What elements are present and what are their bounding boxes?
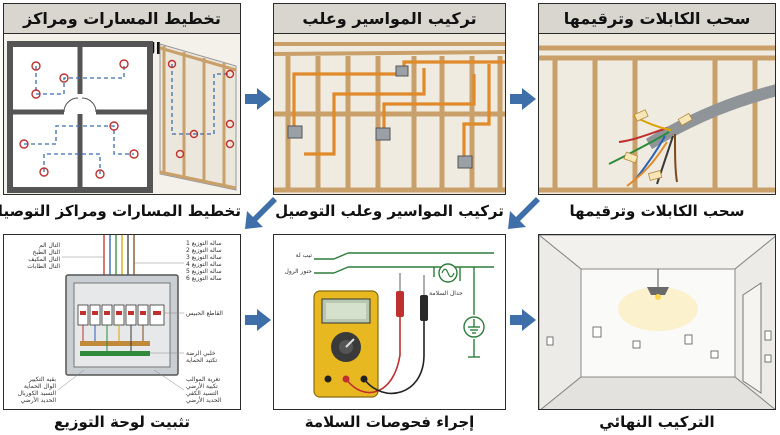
board-label: الحديد الأرضي xyxy=(186,396,222,404)
final-room-illustration xyxy=(539,235,775,409)
planning-illustration xyxy=(7,41,237,193)
arrow-down-left-icon xyxy=(508,197,540,229)
step-panel-conduits: تركيب المواسير وعلب التوصيل xyxy=(273,3,506,195)
board-label: خلبي الرضة xyxy=(186,350,216,357)
arrow-right-icon xyxy=(245,88,271,110)
step-caption-planning: تخطيط المسارات ومراكز التوصيلات xyxy=(0,202,241,220)
board-label: التال الطابات xyxy=(27,263,60,270)
socket-icon xyxy=(632,340,641,349)
arrow-down-left-icon xyxy=(245,197,277,229)
board-label: 5 ساله التوزيع xyxy=(186,268,222,275)
safety-tests-illustration: تيب لة حنور الرول حدال السلامة xyxy=(285,252,494,398)
board-label: التسيد الكفي xyxy=(186,390,219,397)
step-caption-final-installation: التركيب النهائي xyxy=(599,413,715,431)
step-panel-final-installation xyxy=(538,234,776,410)
step-title-cables: سحب الكابلات وترقيمها xyxy=(539,4,775,34)
board-label: الحديد الأرضي xyxy=(21,396,57,404)
board-label: 2 ساله التوزيع xyxy=(186,247,222,254)
multimeter-icon xyxy=(313,290,379,398)
board-label: 4 ساله التوزيع xyxy=(186,261,222,268)
wall-switch-icon xyxy=(684,334,693,345)
step-caption-safety-tests: إجراء فحوصات السلامة xyxy=(304,413,475,431)
cables-illustration xyxy=(539,34,775,194)
board-label: تكيية الأرضي xyxy=(186,382,218,390)
wall-switch-icon xyxy=(764,330,772,341)
socket-icon xyxy=(764,354,772,363)
step-caption-conduits: تركيب المواسير وعلب التوصيل xyxy=(275,202,504,220)
neutral-label: حنور الرول xyxy=(285,268,313,275)
board-label: التال الطبخ xyxy=(32,249,60,256)
board-label: التسيد الكوربال xyxy=(18,390,57,397)
step-panel-distribution-board: التال الم التال الطبخ التال المكيف التال… xyxy=(3,234,241,410)
step-caption-cables: سحب الكابلات وترقيمها xyxy=(569,202,745,220)
earth-label: حدال السلامة xyxy=(429,290,463,297)
step-caption-distribution-board: تثبيت لوحة التوزيع xyxy=(53,413,191,431)
arrow-right-icon xyxy=(245,309,271,331)
ceiling-lamp-icon xyxy=(647,287,669,295)
distribution-board-illustration: التال الم التال الطبخ التال المكيف التال… xyxy=(18,235,223,404)
board-label: القاطع الحبيس xyxy=(186,310,223,317)
board-label: 3 ساله التوزيع xyxy=(186,254,222,261)
board-label: تكتيد الحماية xyxy=(186,357,218,364)
board-label: التال الم xyxy=(39,242,60,249)
board-label: بقيه التكيير xyxy=(28,376,57,383)
board-label: 1 ساله التوزيع xyxy=(186,240,222,247)
socket-icon xyxy=(710,350,719,359)
door-icon xyxy=(742,282,762,394)
arrow-right-icon xyxy=(510,309,536,331)
wall-switch-icon xyxy=(592,326,602,338)
board-label: 6 ساله التوزيع xyxy=(186,275,222,282)
step-panel-planning: تخطيط المسارات ومراكز التوصيلات xyxy=(3,3,241,195)
socket-icon xyxy=(546,336,554,346)
step-panel-cables: سحب الكابلات وترقيمها xyxy=(538,3,776,195)
board-label: تغرية الموالب xyxy=(186,376,220,383)
board-label: التال المكيف xyxy=(28,256,60,263)
board-label: الوال الحماية xyxy=(24,383,56,390)
arrow-right-icon xyxy=(510,88,536,110)
live-wire-label: تيب لة xyxy=(296,252,313,259)
step-panel-safety-tests: تيب لة حنور الرول حدال السلامة xyxy=(273,234,506,410)
conduits-illustration xyxy=(274,34,505,194)
